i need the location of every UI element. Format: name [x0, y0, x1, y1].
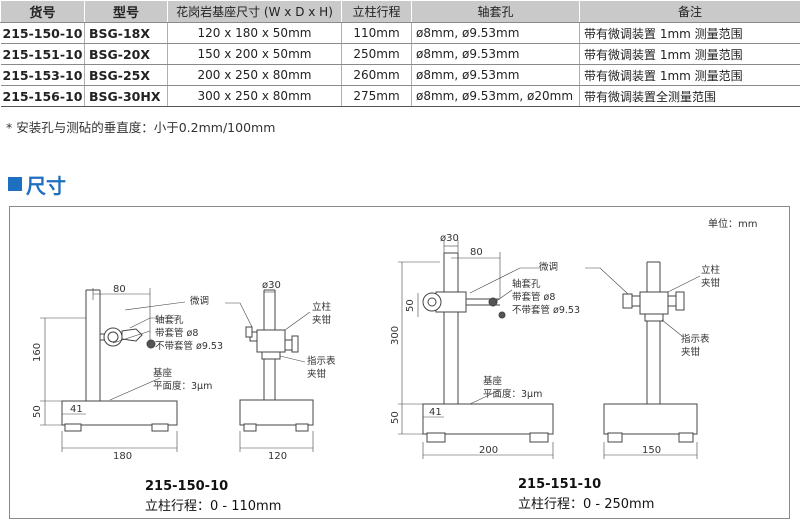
travel-range-2: 立柱行程：0 - 250mm — [518, 497, 654, 512]
front-view-1 — [40, 288, 186, 452]
dim-200-label: 200 — [479, 445, 498, 456]
dim-80-label: 80 — [470, 247, 483, 258]
cell-base-size: 200 x 250 x 80mm — [167, 64, 342, 86]
cell-item-no: 215-153-10 — [0, 64, 85, 86]
side-view-2 — [585, 261, 701, 459]
cell-remarks: 带有微调装置 1mm 测量范围 — [579, 64, 800, 86]
cell-sleeve: ø8mm, ø9.53mm, ø20mm — [411, 85, 580, 107]
travel-range-1: 立柱行程：0 - 110mm — [145, 499, 281, 514]
table-row: 215-151-10 BSG-20X 150 x 200 x 50mm 250m… — [0, 43, 800, 65]
unit-label: 单位：mm — [708, 217, 757, 230]
label-fine-adjust: 微调 — [539, 261, 558, 273]
label-base: 基座 — [483, 375, 503, 387]
dim-300-label: 300 — [390, 326, 401, 345]
cell-sleeve: ø8mm, ø9.53mm — [411, 22, 580, 44]
table-row: 215-150-10 BSG-18X 120 x 180 x 50mm 110m… — [0, 22, 800, 44]
table-row: 215-153-10 BSG-25X 200 x 250 x 80mm 260m… — [0, 64, 800, 86]
dim-150-label: 150 — [642, 445, 661, 456]
label-column: 立柱 — [312, 301, 332, 313]
footnote: * 安装孔与测砧的垂直度：小于0.2mm/100mm — [6, 120, 276, 135]
front-view-2 — [398, 240, 554, 459]
dim-50b-label: 50 — [390, 411, 401, 424]
drawing-215-150-10 — [40, 288, 314, 452]
dim-80-label: 80 — [113, 284, 126, 295]
cell-model: BSG-20X — [84, 43, 168, 65]
dim-41-label: 41 — [70, 404, 83, 415]
dim-dia30-label: ø30 — [262, 280, 281, 291]
section-heading: 尺寸 — [8, 172, 66, 198]
label-with-sleeve: 带套管 ø8 — [155, 327, 198, 339]
header-item-no: 货号 — [0, 0, 85, 23]
label-indicator-clamp: 夹钳 — [307, 368, 327, 380]
drawing-1-labels: 80 ø30 160 50 41 180 120 微调 轴套孔 带套管 ø8 不… — [32, 280, 336, 514]
cell-item-no: 215-150-10 — [0, 22, 85, 44]
cell-base-size: 300 x 250 x 80mm — [167, 85, 342, 107]
header-remarks: 备注 — [579, 0, 800, 23]
label-with-sleeve: 带套管 ø8 — [512, 291, 555, 303]
label-no-sleeve: 不带套管 ø9.53 — [155, 340, 223, 352]
cell-base-size: 150 x 200 x 50mm — [167, 43, 342, 65]
cell-remarks: 带有微调装置全测量范围 — [579, 85, 800, 107]
header-base-size: 花岗岩基座尺寸 (W x D x H) — [167, 0, 342, 23]
cell-remarks: 带有微调装置 1mm 测量范围 — [579, 43, 800, 65]
cell-sleeve: ø8mm, ø9.53mm — [411, 43, 580, 65]
dim-dia30-label: ø30 — [440, 233, 459, 244]
cell-travel: 260mm — [341, 64, 412, 86]
header-model: 型号 — [84, 0, 168, 23]
cell-model: BSG-30HX — [84, 85, 168, 107]
label-clamp: 夹钳 — [312, 314, 332, 326]
cell-sleeve: ø8mm, ø9.53mm — [411, 64, 580, 86]
label-column: 立柱 — [701, 264, 721, 276]
label-base: 基座 — [153, 367, 173, 379]
square-marker-icon — [8, 177, 22, 191]
dim-50-label: 50 — [405, 299, 416, 312]
cell-item-no: 215-151-10 — [0, 43, 85, 65]
cell-travel: 250mm — [341, 43, 412, 65]
model-code-1: 215-150-10 — [145, 479, 228, 494]
drawing-2-labels: ø30 80 50 300 41 50 200 150 微调 轴套孔 带套管 ø… — [390, 233, 721, 512]
label-indicator-clamp: 夹钳 — [681, 346, 701, 358]
dim-41-label: 41 — [429, 407, 442, 418]
cell-travel: 275mm — [341, 85, 412, 107]
table-row: 215-156-10 BSG-30HX 300 x 250 x 80mm 275… — [0, 85, 800, 107]
cell-remarks: 带有微调装置 1mm 测量范围 — [579, 22, 800, 44]
cell-travel: 110mm — [341, 22, 412, 44]
label-flatness: 平面度：3μm — [483, 388, 542, 400]
cell-model: BSG-18X — [84, 22, 168, 44]
table-header-row: 货号 型号 花岗岩基座尺寸 (W x D x H) 立柱行程 轴套孔 备注 — [0, 0, 800, 23]
dim-160-label: 160 — [32, 343, 43, 362]
label-clamp: 夹钳 — [701, 277, 721, 289]
cell-model: BSG-25X — [84, 64, 168, 86]
label-flatness: 平面度：3μm — [153, 380, 212, 392]
label-indicator: 指示表 — [307, 355, 336, 367]
section-title: 尺寸 — [26, 173, 66, 198]
dim-180-label: 180 — [113, 451, 132, 462]
model-code-2: 215-151-10 — [518, 477, 601, 492]
dim-50-label: 50 — [32, 405, 43, 418]
label-indicator: 指示表 — [681, 333, 710, 345]
label-fine-adjust: 微调 — [190, 295, 209, 307]
spec-table: 货号 型号 花岗岩基座尺寸 (W x D x H) 立柱行程 轴套孔 备注 21… — [0, 0, 800, 107]
side-view-1 — [225, 289, 314, 452]
drawing-215-151-10 — [398, 240, 701, 459]
header-sleeve-hole: 轴套孔 — [411, 0, 580, 23]
label-no-sleeve: 不带套管 ø9.53 — [512, 304, 580, 316]
cell-item-no: 215-156-10 — [0, 85, 85, 107]
header-column-travel: 立柱行程 — [341, 0, 412, 23]
label-sleeve-hole: 轴套孔 — [512, 278, 541, 290]
dim-120-label: 120 — [268, 451, 287, 462]
drawing-frame — [9, 206, 790, 519]
cell-base-size: 120 x 180 x 50mm — [167, 22, 342, 44]
label-sleeve-hole: 轴套孔 — [155, 314, 184, 326]
